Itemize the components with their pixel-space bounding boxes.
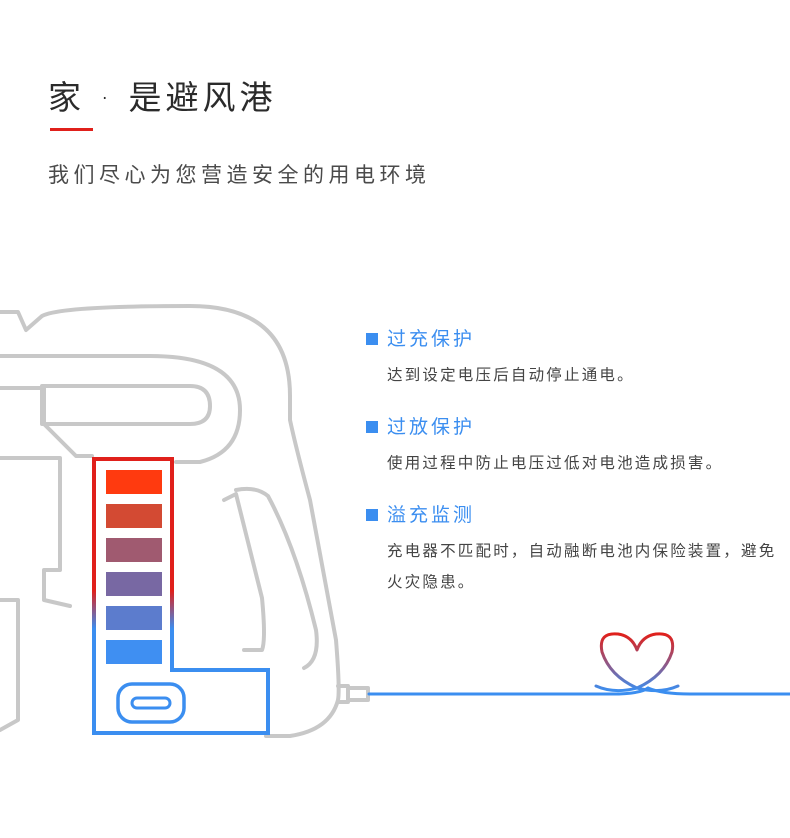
square-bullet-icon: [366, 509, 378, 521]
battery-bar: [106, 504, 162, 528]
feature-title: 过充保护: [387, 328, 476, 350]
heart-cable-icon: [594, 632, 680, 693]
page-subtitle: 我们尽心为您营造安全的用电环境: [48, 163, 431, 187]
feature-header: 过充保护: [366, 326, 786, 352]
battery-level-bars: [106, 470, 162, 664]
battery-bar: [106, 538, 162, 562]
feature-description: 使用过程中防止电压过低对电池造成损害。: [387, 454, 724, 472]
feature-overdischarge: 过放保护 使用过程中防止电压过低对电池造成损害。: [366, 414, 786, 479]
feature-overflow-monitor: 溢充监测 充电器不匹配时，自动融断电池内保险装置，避免火灾隐患。: [366, 502, 786, 598]
feature-title: 溢充监测: [387, 504, 476, 526]
title-underline: [50, 128, 93, 131]
feature-description: 充电器不匹配时，自动融断电池内保险装置，避免火灾隐患。: [387, 542, 777, 591]
feature-header: 过放保护: [366, 414, 786, 440]
charge-port-icon: [116, 682, 186, 724]
battery-bar: [106, 572, 162, 596]
feature-header: 溢充监测: [366, 502, 786, 528]
battery-pack-icon: [92, 457, 270, 735]
feature-overcharge: 过充保护 达到设定电压后自动停止通电。: [366, 326, 786, 391]
feature-title: 过放保护: [387, 416, 476, 438]
square-bullet-icon: [366, 421, 378, 433]
battery-bar: [106, 470, 162, 494]
battery-bar: [106, 606, 162, 630]
charging-cable-icon: [367, 632, 790, 696]
vacuum-outline-icon: [0, 304, 370, 738]
feature-description: 达到设定电压后自动停止通电。: [387, 366, 635, 384]
battery-bar: [106, 640, 162, 664]
page-title: 家 · 是避风港: [48, 78, 277, 117]
square-bullet-icon: [366, 333, 378, 345]
